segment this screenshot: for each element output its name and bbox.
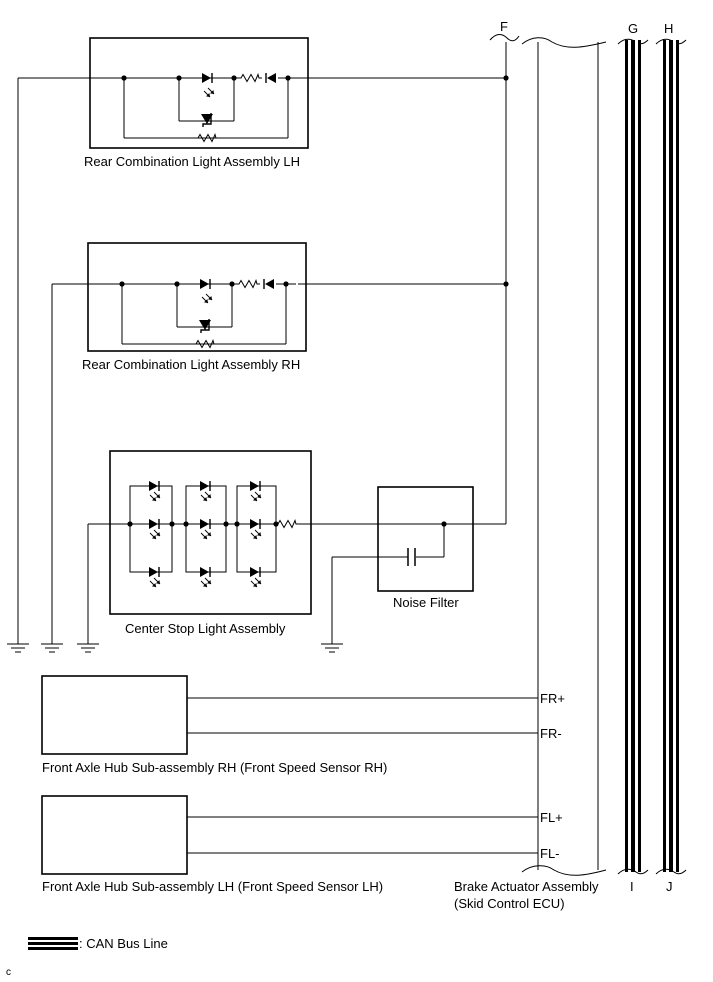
rear-lamp-lh [17,37,506,636]
connector-f-break [489,34,520,42]
connector-f-label: F [500,19,508,34]
terminal-fr-minus: FR- [540,726,562,741]
rear-lamp-rh-label: Rear Combination Light Assembly RH [82,357,300,372]
hub-rh [41,675,538,755]
hub-lh [41,795,538,875]
f-trunk [503,42,509,524]
legend-can-label: : CAN Bus Line [79,936,168,951]
connector-i-label: I [630,879,634,894]
center-stop-lamp [87,450,506,636]
brake-actuator-body [521,37,607,876]
rear-lamp-rh [51,242,506,636]
noise-filter-label: Noise Filter [393,595,459,610]
corner-mark: c [6,967,11,978]
brake-actuator-label-1: Brake Actuator Assembly [454,879,599,894]
noise-filter [331,486,474,636]
terminal-fl-minus: FL- [540,846,560,861]
rear-lamp-lh-label: Rear Combination Light Assembly LH [84,154,300,169]
legend-can-symbol [28,937,78,950]
hub-lh-label: Front Axle Hub Sub-assembly LH (Front Sp… [42,879,383,894]
connector-g-label: G [628,21,638,36]
can-bus-g [617,38,649,875]
connector-h-label: H [664,21,673,36]
brake-actuator-label-2: (Skid Control ECU) [454,896,565,911]
ground-icon [6,635,344,653]
hub-rh-label: Front Axle Hub Sub-assembly RH (Front Sp… [42,760,387,775]
terminal-fl-plus: FL+ [540,810,563,825]
connector-j-label: J [666,879,673,894]
center-stop-label: Center Stop Light Assembly [125,621,286,636]
can-bus-h [655,38,687,875]
terminal-fr-plus: FR+ [540,691,565,706]
